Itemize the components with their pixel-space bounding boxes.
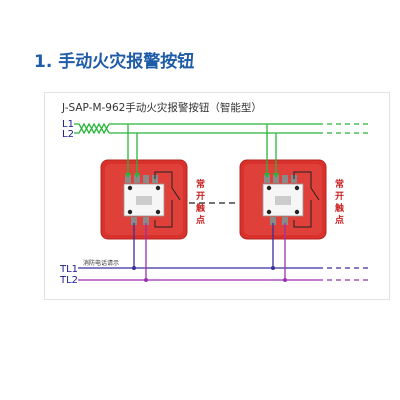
contact-label-device-1: 常 开 触 点: [195, 178, 205, 226]
svg-text:点: 点: [196, 214, 205, 226]
svg-text:常: 常: [335, 178, 344, 190]
line-label-l2: L2: [62, 129, 74, 140]
svg-text:开: 开: [196, 191, 205, 202]
contact-label-device-2: 常 开 触 点: [334, 178, 344, 226]
alarm-button-device-2: [239, 159, 327, 240]
phone-jack-label: 消防电话请示: [83, 259, 119, 267]
line-label-l1: L1: [62, 119, 74, 130]
svg-text:点: 点: [335, 214, 344, 226]
line-label-tl2: TL2: [59, 275, 78, 286]
model-label: J-SAP-M-962手动火灾报警按钮（智能型）: [61, 101, 262, 114]
phone-lines: 消防电话请示 TL1 TL2: [59, 223, 372, 286]
svg-text:常: 常: [196, 178, 205, 190]
page-heading: 1. 手动火灾报警按钮: [34, 52, 195, 72]
svg-text:触: 触: [195, 202, 205, 214]
bus-lines: L1 L2: [62, 119, 372, 178]
svg-text:开: 开: [335, 191, 344, 202]
svg-text:触: 触: [334, 202, 344, 214]
line-label-tl1: TL1: [59, 264, 78, 275]
contact-leads: [154, 171, 320, 228]
alarm-button-device-1: [100, 159, 188, 240]
